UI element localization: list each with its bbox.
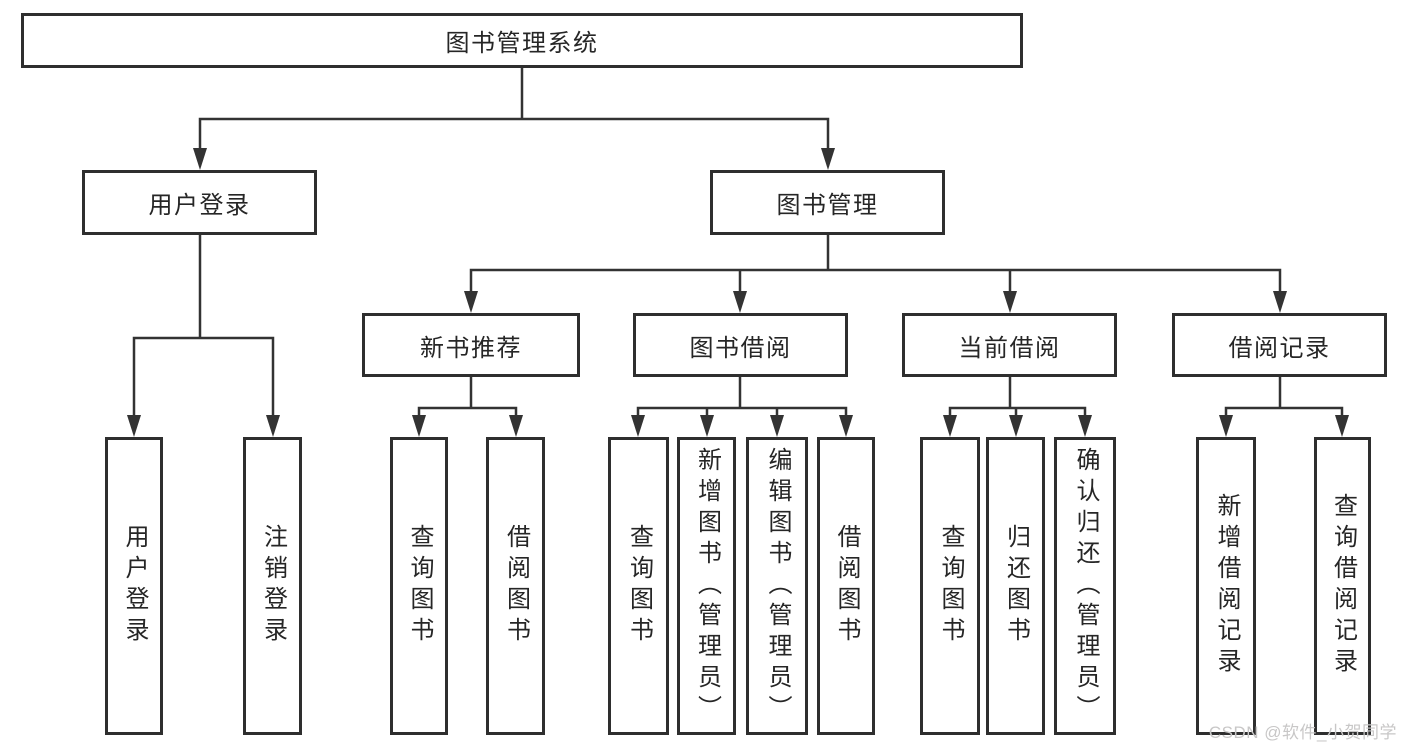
node-current-borrowing: 当前借阅 <box>902 313 1117 377</box>
leaf-label: 编辑图书（管理员） <box>764 446 791 726</box>
csdn-watermark: CSDN @软件_小贺同学 <box>1208 723 1397 742</box>
arrowheads <box>127 148 1349 437</box>
leaf-query-books-borrowing: 查询图书 <box>608 437 669 735</box>
leaf-label: 查询借阅记录 <box>1329 493 1357 679</box>
node-library-management-system: 图书管理系统 <box>21 13 1023 68</box>
node-book-management: 图书管理 <box>710 170 945 235</box>
leaf-confirm-return-admin: 确认归还（管理员） <box>1054 437 1116 735</box>
leaf-label: 确认归还（管理员） <box>1072 446 1099 726</box>
leaf-borrow-books: 借阅图书 <box>817 437 875 735</box>
leaf-query-books-recommendation: 查询图书 <box>390 437 448 735</box>
node-label: 用户登录 <box>148 192 251 219</box>
node-label: 图书借阅 <box>689 334 792 362</box>
leaf-label: 查询图书 <box>937 524 964 648</box>
node-book-borrowing: 图书借阅 <box>633 313 848 377</box>
leaf-label: 新增图书（管理员） <box>693 446 721 726</box>
leaf-query-books-current: 查询图书 <box>920 437 980 735</box>
leaf-user-login: 用户登录 <box>105 437 163 735</box>
leaf-borrow-books-recommendation: 借阅图书 <box>486 437 545 735</box>
node-borrowing-records: 借阅记录 <box>1172 313 1387 377</box>
leaf-label: 归还图书 <box>1002 524 1030 648</box>
leaf-label: 新增借阅记录 <box>1213 493 1240 679</box>
leaf-add-borrowing-record: 新增借阅记录 <box>1196 437 1256 735</box>
node-label: 借阅记录 <box>1228 334 1331 362</box>
node-label: 图书管理系统 <box>445 30 599 57</box>
leaf-label: 借阅图书 <box>502 524 530 648</box>
leaf-label: 注销登录 <box>259 524 287 648</box>
leaf-label: 查询图书 <box>406 524 433 648</box>
leaf-add-book-admin: 新增图书（管理员） <box>677 437 736 735</box>
leaf-logout: 注销登录 <box>243 437 302 735</box>
node-new-book-recommendation: 新书推荐 <box>362 313 580 377</box>
node-label: 图书管理 <box>776 192 879 219</box>
node-user-login: 用户登录 <box>82 170 317 235</box>
leaf-label: 借阅图书 <box>833 524 860 648</box>
node-label: 当前借阅 <box>958 334 1061 362</box>
leaf-return-book: 归还图书 <box>986 437 1045 735</box>
leaf-query-borrowing-record: 查询借阅记录 <box>1314 437 1371 735</box>
connector-lines <box>132 66 1344 421</box>
leaf-label: 用户登录 <box>121 524 148 648</box>
leaf-edit-book-admin: 编辑图书（管理员） <box>746 437 808 735</box>
node-label: 新书推荐 <box>420 334 522 362</box>
leaf-label: 查询图书 <box>625 524 653 648</box>
